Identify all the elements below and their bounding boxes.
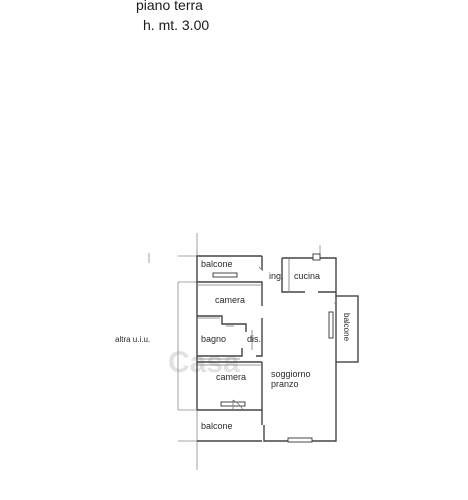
- room-label-cucina: cucina: [294, 271, 320, 281]
- room-label-ingresso: ing.: [269, 271, 284, 281]
- room-label-pranzo: pranzo: [271, 379, 299, 389]
- floor-title: piano terra: [136, 0, 203, 13]
- room-label-camera-1: camera: [215, 295, 245, 305]
- room-label-balcone-bottom: balcone: [201, 421, 233, 431]
- room-label-bagno: bagno: [201, 334, 226, 344]
- room-label-camera-2: camera: [216, 372, 246, 382]
- balcony-right-outline: [334, 295, 359, 363]
- ceiling-height: h. mt. 3.00: [143, 17, 210, 33]
- label-neighbor-unit: altra u.i.u.: [115, 335, 150, 344]
- room-label-disimpegno: dis.: [247, 334, 261, 344]
- door-swings: [226, 266, 264, 411]
- room-label-balcone-top: balcone: [201, 259, 233, 269]
- room-label-soggiorno: soggiorno: [271, 369, 311, 379]
- interior-walls: [197, 258, 336, 410]
- room-label-balcone-right: balcone: [342, 313, 351, 342]
